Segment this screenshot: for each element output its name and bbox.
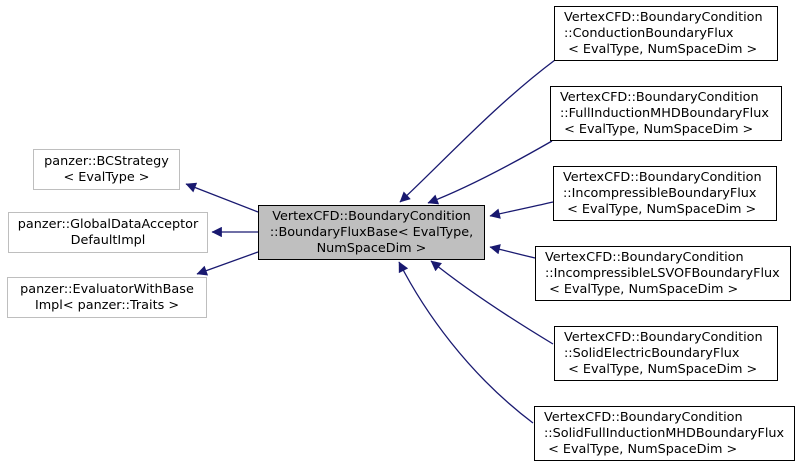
edge-from-conduction bbox=[399, 59, 556, 203]
node-boundaryfluxbase: VertexCFD::BoundaryCondition ::BoundaryF… bbox=[258, 205, 485, 260]
edge-to-evaluatorwithbase bbox=[196, 251, 259, 276]
node-conductionboundaryflux[interactable]: VertexCFD::BoundaryCondition ::Conductio… bbox=[554, 6, 778, 61]
edge-from-incompressible bbox=[489, 201, 554, 219]
node-evaluatorwithbaseimpl: panzer::EvaluatorWithBase Impl< panzer::… bbox=[7, 277, 207, 318]
node-incompressiblelsvofboundaryflux[interactable]: VertexCFD::BoundaryCondition ::Incompres… bbox=[535, 246, 791, 301]
node-solidelectricboundaryflux[interactable]: VertexCFD::BoundaryCondition ::SolidElec… bbox=[554, 326, 778, 381]
edge-from-incompressiblelsvof bbox=[489, 244, 536, 259]
node-incompressibleboundaryflux[interactable]: VertexCFD::BoundaryCondition ::Incompres… bbox=[553, 166, 777, 221]
node-solidfullinductionmhdboundaryflux[interactable]: VertexCFD::BoundaryCondition ::SolidFull… bbox=[534, 406, 795, 461]
node-bcstrategy: panzer::BCStrategy < EvalType > bbox=[33, 149, 180, 190]
node-globaldataacceptordefaultimpl: panzer::GlobalDataAcceptor DefaultImpl bbox=[8, 212, 208, 253]
node-fullinductionmhdboundaryflux[interactable]: VertexCFD::BoundaryCondition ::FullInduc… bbox=[550, 86, 782, 141]
edge-from-solidelectric bbox=[430, 260, 554, 345]
edge-from-solidfullinductionmhd bbox=[398, 261, 534, 424]
edge-from-fullinductionmhd bbox=[427, 140, 553, 205]
edge-to-bcstrategy bbox=[185, 182, 259, 213]
